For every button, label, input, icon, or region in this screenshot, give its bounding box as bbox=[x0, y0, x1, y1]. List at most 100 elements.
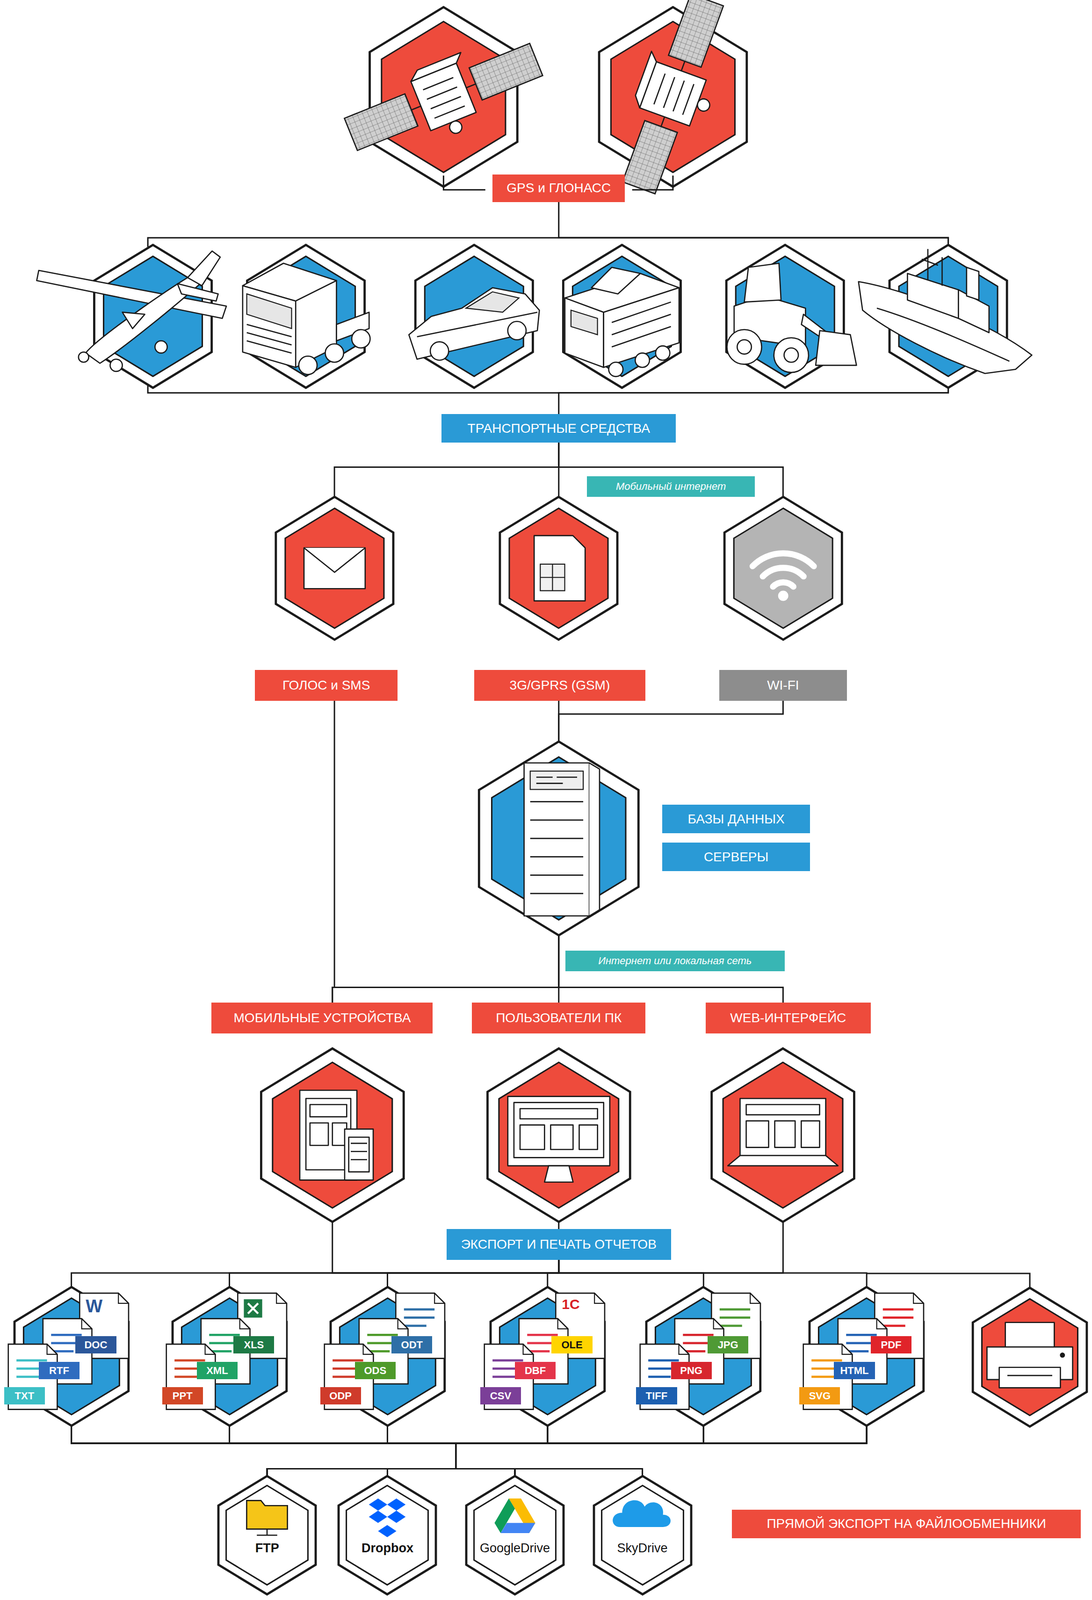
label-band: WEB-ИНТЕРФЕЙС bbox=[705, 1002, 871, 1033]
label-text: GPS и ГЛОНАСС bbox=[506, 180, 611, 196]
page-fold bbox=[118, 1292, 129, 1303]
label-band: СЕРВЕРЫ bbox=[662, 842, 810, 871]
cabin-window bbox=[122, 311, 145, 329]
hexagon-node: ПОЛЬЗОВАТЕЛИ ПК bbox=[469, 1002, 649, 1222]
hexagon-fill bbox=[226, 1484, 309, 1584]
hexagon-fill bbox=[474, 1484, 557, 1584]
server-panel bbox=[530, 770, 584, 789]
sim-icon bbox=[534, 535, 586, 601]
hexagon-frame bbox=[246, 244, 365, 388]
connector-line bbox=[229, 1259, 559, 1288]
page-fold bbox=[46, 1343, 58, 1354]
format-tag: ODS bbox=[354, 1361, 396, 1379]
service-name: GoogleDrive bbox=[463, 1540, 566, 1555]
format-tag: XML bbox=[196, 1361, 238, 1379]
page-fold bbox=[842, 1343, 853, 1354]
hexagon-node: 3G/GPRS (GSM) bbox=[470, 496, 647, 701]
page-fold bbox=[204, 1343, 216, 1354]
hexagon-fill bbox=[733, 507, 833, 628]
satellite-detail bbox=[653, 73, 694, 115]
loader-figure bbox=[726, 263, 857, 373]
server-side bbox=[589, 762, 600, 916]
hexagon-fill bbox=[982, 1298, 1078, 1415]
propeller bbox=[78, 351, 89, 362]
loader-bucket bbox=[815, 330, 857, 366]
wheel bbox=[726, 329, 762, 365]
monitor-icon bbox=[507, 1096, 610, 1182]
hexagon-frame bbox=[478, 741, 639, 935]
wheel bbox=[430, 341, 449, 361]
page-fold bbox=[679, 1343, 690, 1354]
node-art bbox=[469, 1002, 649, 1222]
hexagon-frame bbox=[338, 1475, 436, 1594]
node-art bbox=[591, 1475, 694, 1594]
laptop-icon bbox=[728, 1098, 839, 1166]
label-band: ТРАНСПОРТНЫЕ СРЕДСТВА bbox=[441, 413, 676, 443]
antenna bbox=[447, 119, 464, 136]
connector-line bbox=[267, 1425, 867, 1476]
label-band: 3G/GPRS (GSM) bbox=[474, 669, 646, 701]
node-art bbox=[336, 1475, 439, 1594]
label-band: ПРЯМОЙ ЭКСПОРТ НА ФАЙЛООБМЕННИКИ bbox=[731, 1509, 1081, 1538]
hexagon-fill bbox=[346, 1484, 429, 1584]
envelope bbox=[303, 547, 366, 589]
hexagon-fill bbox=[601, 1484, 684, 1584]
satellite-figure bbox=[606, 0, 744, 202]
dropbox-diamond bbox=[387, 1497, 406, 1511]
laptop-screen bbox=[740, 1098, 826, 1156]
loader-cab bbox=[744, 263, 782, 303]
storage-hexagon: GoogleDrive bbox=[463, 1475, 566, 1594]
excel-mark bbox=[243, 1299, 262, 1318]
dbx-icon bbox=[368, 1497, 406, 1537]
page-fold bbox=[876, 1318, 888, 1329]
format-tag: RTF bbox=[38, 1361, 80, 1379]
loco-side bbox=[603, 287, 680, 368]
node-art bbox=[636, 1286, 771, 1426]
format-tag: DBF bbox=[514, 1361, 556, 1379]
format-tag: CSV bbox=[480, 1386, 521, 1404]
phone-frame bbox=[344, 1128, 374, 1180]
hexagon-frame bbox=[260, 1048, 404, 1222]
label-band: ПОЛЬЗОВАТЕЛИ ПК bbox=[471, 1002, 646, 1033]
solar-panel bbox=[622, 120, 678, 195]
page-fold bbox=[750, 1292, 761, 1303]
wheel bbox=[325, 343, 344, 362]
storage-hexagon: SkyDrive bbox=[591, 1475, 694, 1594]
service-name: Dropbox bbox=[336, 1540, 439, 1555]
label-text: ПРЯМОЙ ЭКСПОРТ НА ФАЙЛООБМЕННИКИ bbox=[766, 1515, 1046, 1531]
page-fold bbox=[594, 1292, 605, 1303]
node-art bbox=[480, 1286, 615, 1426]
truck-figure bbox=[242, 263, 371, 375]
sky-icon bbox=[612, 1499, 671, 1527]
hub bbox=[737, 339, 752, 355]
satellite-detail bbox=[423, 77, 465, 119]
page-lines bbox=[403, 1308, 434, 1326]
label-band: БАЗЫ ДАННЫХ bbox=[662, 804, 810, 833]
label-band: WI-FI bbox=[719, 669, 847, 701]
loco-cab bbox=[591, 267, 641, 294]
hexagon-frame bbox=[563, 244, 681, 388]
folder bbox=[246, 1499, 288, 1529]
page-fold bbox=[397, 1318, 408, 1329]
format-tag: TIFF bbox=[636, 1386, 677, 1404]
hexagon-frame bbox=[487, 1048, 630, 1222]
connector-line bbox=[334, 442, 559, 497]
wheel bbox=[635, 353, 650, 368]
hexagon-fill bbox=[498, 1062, 619, 1208]
storage-hexagon: Dropbox bbox=[336, 1475, 439, 1594]
page-fold bbox=[713, 1318, 724, 1329]
format-group: XLSXMLPPT bbox=[162, 1286, 297, 1426]
hexagon-frame bbox=[218, 1475, 316, 1594]
connector-line bbox=[558, 700, 784, 742]
wifi-dot bbox=[777, 590, 789, 601]
node-art bbox=[320, 1286, 456, 1426]
hexagon-fill bbox=[491, 756, 626, 920]
label-band: ГОЛОС и SMS bbox=[254, 669, 398, 701]
server-bays bbox=[530, 801, 584, 894]
excel-mark bbox=[247, 1302, 259, 1314]
tablet-icon bbox=[299, 1090, 374, 1180]
solar-panel bbox=[344, 94, 418, 151]
screen-blocks bbox=[310, 1104, 347, 1145]
solar-panel bbox=[668, 0, 724, 68]
hexagon-frame bbox=[593, 1475, 692, 1594]
